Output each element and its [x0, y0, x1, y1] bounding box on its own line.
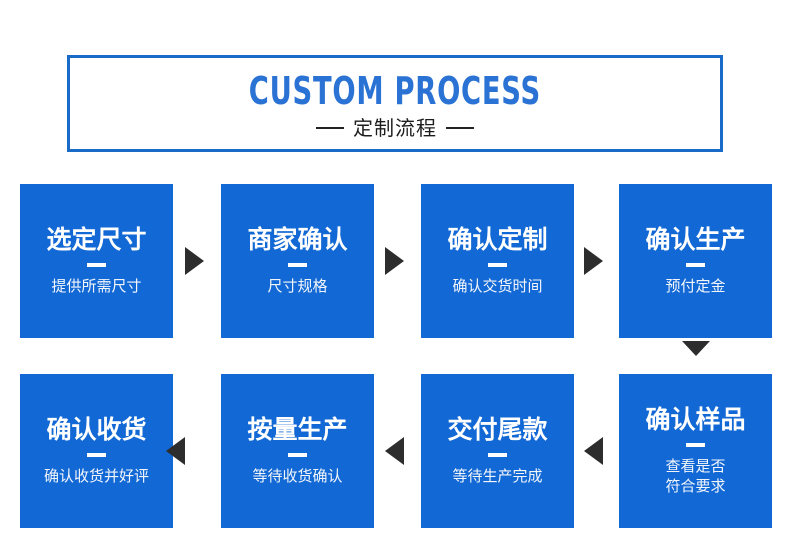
process-step-7[interactable]: 按量生产 等待收货确认	[221, 374, 374, 528]
step-description: 尺寸规格	[267, 277, 328, 295]
header-banner: CUSTOM PROCESS 定制流程	[67, 55, 723, 152]
step-divider	[87, 453, 106, 457]
step-divider	[288, 263, 307, 267]
step-description: 等待生产完成	[452, 467, 543, 485]
header-banner-inner: CUSTOM PROCESS 定制流程	[70, 58, 720, 149]
step-title: 交付尾款	[447, 415, 548, 444]
subtitle-dash-left	[316, 126, 344, 129]
process-step-4[interactable]: 确认生产 预付定金	[619, 184, 772, 338]
page-title: CUSTOM PROCESS	[248, 68, 542, 113]
arrow-right-icon	[584, 247, 603, 275]
subtitle-dash-right	[446, 126, 474, 129]
page-subtitle: 定制流程	[353, 115, 437, 140]
process-step-2[interactable]: 商家确认 尺寸规格	[221, 184, 374, 338]
subtitle-row: 定制流程	[316, 117, 474, 139]
step-title: 确认收货	[46, 415, 147, 444]
step-divider	[488, 263, 507, 267]
process-step-3[interactable]: 确认定制 确认交货时间	[421, 184, 574, 338]
arrow-left-icon	[584, 437, 603, 465]
step-description: 确认收货并好评	[43, 467, 149, 485]
step-title: 确认样品	[645, 405, 746, 434]
step-divider	[87, 263, 106, 267]
step-title: 选定尺寸	[46, 225, 147, 254]
step-description: 提供所需尺寸	[51, 277, 142, 295]
step-title: 确认定制	[447, 225, 548, 254]
step-description: 预付定金	[665, 277, 726, 295]
step-description: 查看是否	[665, 457, 726, 475]
step-title: 按量生产	[247, 415, 348, 444]
step-divider	[488, 453, 507, 457]
step-divider	[288, 453, 307, 457]
arrow-right-icon	[185, 247, 204, 275]
arrow-down-icon	[682, 341, 710, 356]
step-title: 确认生产	[645, 225, 746, 254]
step-description-line2: 符合要求	[665, 477, 726, 495]
step-divider	[686, 263, 705, 267]
step-description: 等待收货确认	[252, 467, 343, 485]
arrow-left-icon	[385, 437, 404, 465]
process-step-5[interactable]: 确认样品 查看是否 符合要求	[619, 374, 772, 528]
process-step-1[interactable]: 选定尺寸 提供所需尺寸	[20, 184, 173, 338]
arrow-left-icon	[166, 437, 185, 465]
arrow-right-icon	[385, 247, 404, 275]
step-title: 商家确认	[247, 225, 348, 254]
process-step-8[interactable]: 确认收货 确认收货并好评	[20, 374, 173, 528]
process-step-6[interactable]: 交付尾款 等待生产完成	[421, 374, 574, 528]
step-divider	[686, 443, 705, 447]
step-description: 确认交货时间	[452, 277, 543, 295]
